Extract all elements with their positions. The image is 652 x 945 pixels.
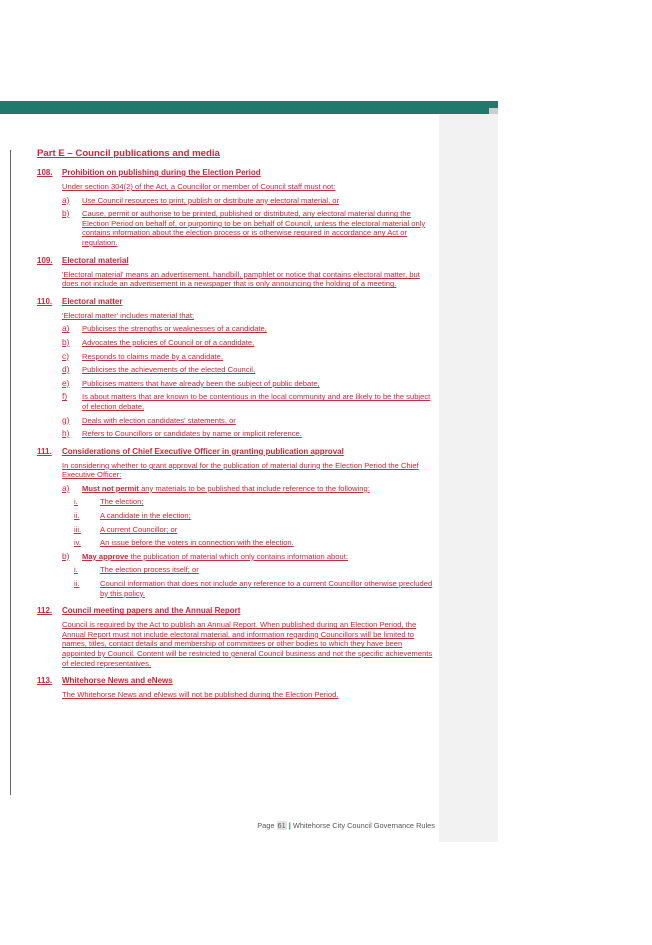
list-item-label: a) — [62, 194, 70, 205]
section-number: 110. — [37, 296, 53, 306]
sub-item-label: ii. — [74, 579, 80, 589]
section-heading: 110. Electoral matter — [37, 297, 435, 306]
header-bar — [0, 101, 498, 114]
footer-separator: | — [288, 821, 291, 830]
comment-pane — [439, 114, 498, 842]
section-110: 110. Electoral matter 'Electoral matter'… — [37, 297, 435, 439]
sub-item-label: iii. — [74, 524, 82, 534]
list-item: a) Publicises the strengths or weaknesses… — [62, 324, 435, 334]
section-heading: 111. Considerations of Chief Executive O… — [37, 447, 435, 456]
footer-page-word: Page — [257, 821, 275, 830]
list-item: h) Refers to Councillors or candidates by… — [62, 428, 435, 439]
document-body: Part E – Council publications and media … — [37, 148, 435, 708]
sub-item: iv. An issue before the voters in connect… — [74, 538, 435, 548]
list-item: a) Use Council resources to print, publi… — [62, 194, 435, 206]
list-item: b) Advocates the policies of Council or o… — [62, 336, 435, 348]
section-heading: 109. Electoral material — [37, 256, 435, 265]
section-title: Whitehorse News and eNews — [62, 676, 173, 686]
list-item-text: Publicises the strengths or weaknesses o… — [82, 324, 267, 334]
list-item-label: h) — [62, 428, 70, 439]
section-title: Considerations of Chief Executive Office… — [62, 446, 344, 456]
section-number: 113. — [37, 676, 53, 686]
section-111: 111. Considerations of Chief Executive O… — [37, 447, 435, 599]
list-item-label: d) — [62, 364, 70, 375]
list-item-text: Refers to Councillors or candidates by n… — [82, 429, 302, 439]
section-title: Electoral matter — [62, 296, 123, 306]
part-title: Part E – Council publications and media — [37, 148, 220, 159]
list-item-text: Responds to claims made by a candidate, — [82, 351, 223, 361]
list-item: b) Cause, permit or authorise to be prin… — [62, 208, 435, 247]
list-item-text: May approve the publication of material … — [82, 552, 435, 562]
section-title: Prohibition on publishing during the Ele… — [62, 168, 261, 177]
sub-item-text: A candidate in the election; — [100, 511, 191, 521]
list-item-text: Use Council resources to print, publish … — [82, 195, 340, 205]
list-item-text: Publicises matters that have already bee… — [82, 378, 320, 388]
sub-item-text: Council information that does not includ… — [100, 579, 433, 598]
sub-item-label: iv. — [74, 538, 82, 548]
list-item-label: b) — [62, 550, 70, 561]
section-intro: 'Electoral material' means an advertisem… — [62, 269, 420, 289]
sub-item-label: i. — [74, 497, 78, 507]
list-item-text: Publicises the achievements of the elect… — [82, 365, 256, 375]
sub-item-text: The election; — [100, 497, 144, 507]
footer-doc-title: Whitehorse City Council Governance Rules — [292, 821, 435, 830]
section-intro: The Whitehorse News and eNews will not b… — [62, 690, 339, 700]
list-item-text: Must not permit any materials to be publ… — [82, 484, 435, 494]
section-heading: 108. Prohibition on publishing during th… — [37, 168, 435, 177]
list-item: e) Publicises matters that have already b… — [62, 377, 435, 389]
section-number: 108. — [37, 168, 53, 177]
section-intro: 'Electoral matter' includes material tha… — [62, 310, 195, 320]
sub-item-label: ii. — [74, 511, 80, 521]
sub-item: i. The election process itself; or — [74, 565, 435, 575]
list-item-label: b) — [62, 336, 70, 347]
list-item-label: f) — [62, 391, 68, 402]
list-item: c) Responds to claims made by a candidate… — [62, 350, 435, 362]
section-number: 112. — [37, 606, 53, 616]
list-item: a) Must not permit any materials to be p… — [62, 482, 435, 494]
footer-page-number: 61 — [276, 821, 287, 830]
list-item-text: Cause, permit or authorise to be printed… — [82, 209, 426, 247]
section-112: 112. Council meeting papers and the Annu… — [37, 606, 435, 668]
list-item-label: a) — [62, 323, 70, 334]
section-title: Electoral material — [62, 255, 129, 265]
section-number: 111. — [37, 446, 52, 456]
list-item-rest: any materials to be published that inclu… — [138, 483, 370, 493]
sub-item: ii. A candidate in the election; — [74, 511, 435, 521]
section-heading: 112. Council meeting papers and the Annu… — [37, 606, 435, 615]
list-item-text: Advocates the policies of Council or of … — [82, 337, 255, 347]
list-item: b) May approve the publication of materi… — [62, 550, 435, 562]
section-number: 109. — [37, 255, 53, 265]
page-footer: Page 61|Whitehorse City Council Governan… — [200, 821, 435, 830]
section-113: 113. Whitehorse News and eNews The White… — [37, 676, 435, 700]
sub-item: iii. A current Councillor; or — [74, 525, 435, 535]
list-item: d) Publicises the achievements of the ele… — [62, 365, 435, 375]
section-109: 109. Electoral material 'Electoral mater… — [37, 256, 435, 289]
list-item-rest: the publication of material which only c… — [128, 551, 348, 561]
section-intro: In considering whether to grant approval… — [62, 460, 419, 480]
list-item-label: b) — [62, 208, 70, 219]
section-108: 108. Prohibition on publishing during th… — [37, 168, 435, 248]
section-intro: Under section 304(2) of the Act, a Counc… — [62, 182, 336, 191]
section-title: Council meeting papers and the Annual Re… — [62, 606, 241, 616]
list-item-text: Deals with election candidates' statemen… — [82, 415, 236, 425]
section-intro: Council is required by the Act to publis… — [62, 620, 433, 668]
sub-item-label: i. — [74, 565, 78, 575]
section-heading: 113. Whitehorse News and eNews — [37, 676, 435, 685]
list-item-label: c) — [62, 350, 69, 361]
sub-item-text: An issue before the voters in connection… — [100, 538, 294, 548]
sub-item: ii. Council information that does not inc… — [74, 579, 435, 598]
list-item: g) Deals with election candidates' statem… — [62, 414, 435, 426]
list-item-label: a) — [62, 482, 70, 493]
sub-item: i. The election; — [74, 497, 435, 507]
list-item-label: g) — [62, 414, 70, 425]
list-item: f) Is about matters that are known to be … — [62, 391, 435, 411]
list-item-text: Is about matters that are known to be co… — [82, 392, 431, 411]
revision-change-bar — [10, 150, 11, 795]
emphasis-text: May approve — [82, 551, 129, 561]
emphasis-text: Must not permit — [82, 483, 139, 493]
sub-item-text: The election process itself; or — [100, 565, 199, 575]
sub-item-text: A current Councillor; or — [100, 524, 178, 534]
list-item-label: e) — [62, 377, 70, 388]
